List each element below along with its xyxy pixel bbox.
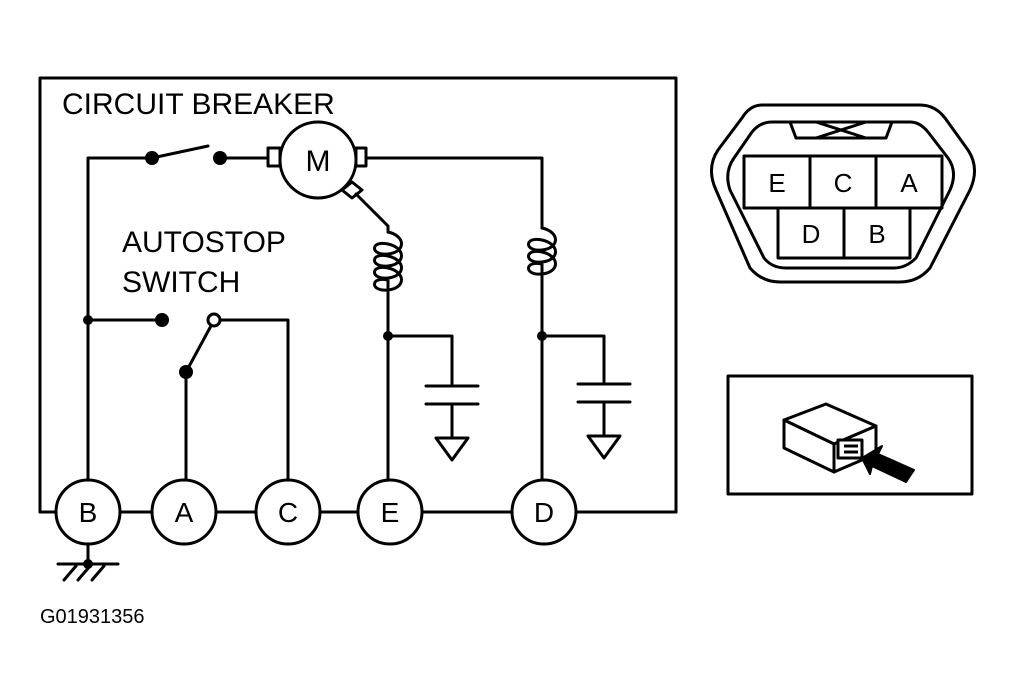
terminal-label: D bbox=[534, 497, 554, 528]
motor-symbol bbox=[266, 120, 368, 200]
connector-pin-label: C bbox=[834, 168, 853, 198]
capacitor-d bbox=[576, 382, 632, 460]
enclosure-outline bbox=[38, 76, 678, 514]
connector-pin-label: B bbox=[868, 219, 885, 249]
terminal-label: E bbox=[381, 497, 400, 528]
motor-label: M bbox=[306, 145, 331, 178]
circuit-breaker-symbol bbox=[150, 144, 270, 160]
switch-label: SWITCH bbox=[122, 266, 240, 299]
wire-motor-to-e bbox=[354, 192, 390, 234]
module-icon bbox=[782, 402, 878, 474]
terminal-circles bbox=[54, 478, 578, 546]
connector-pin-label: D bbox=[802, 219, 821, 249]
wire-d-to-capacitor bbox=[540, 334, 606, 386]
wire-e-to-capacitor bbox=[386, 334, 454, 388]
figure-code: G01931356 bbox=[40, 606, 145, 628]
autostop-switch-symbol bbox=[184, 318, 290, 482]
wire-b-vertical bbox=[86, 156, 154, 482]
autostop-label: AUTOSTOP bbox=[122, 226, 286, 259]
coil-e bbox=[373, 230, 403, 302]
switch-open-contact bbox=[206, 312, 222, 328]
coil-d bbox=[527, 226, 557, 292]
capacitor-e bbox=[424, 384, 480, 462]
circuit-breaker-label: CIRCUIT BREAKER bbox=[62, 88, 335, 121]
connector-pin-label: E bbox=[768, 168, 785, 198]
wire-motor-to-d bbox=[364, 156, 544, 230]
latch-icon bbox=[815, 120, 867, 140]
terminal-label: C bbox=[278, 497, 298, 528]
connector-face bbox=[710, 103, 976, 284]
junction-dots bbox=[83, 151, 547, 569]
connector-pin-label: A bbox=[900, 168, 918, 198]
arrow-icon bbox=[861, 445, 915, 483]
location-inset bbox=[726, 374, 974, 496]
terminal-label: B bbox=[79, 497, 98, 528]
terminal-label: A bbox=[175, 497, 194, 528]
